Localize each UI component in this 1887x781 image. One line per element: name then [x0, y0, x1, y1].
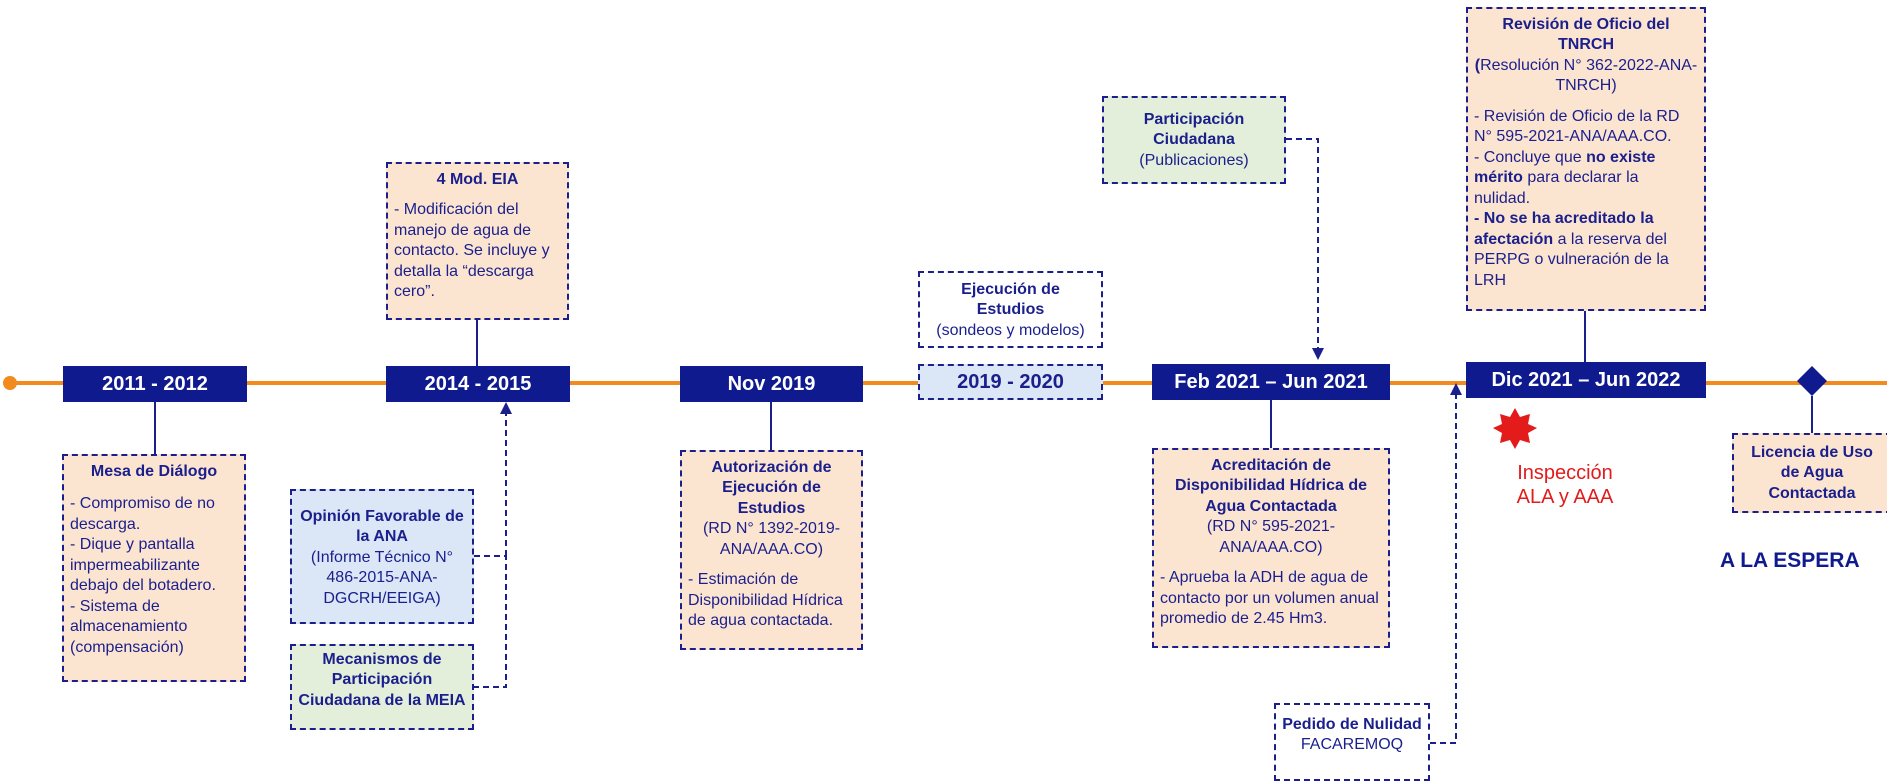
autorizacion-box: Autorización de Ejecución de Estudios (R… [680, 450, 863, 650]
licencia-box: Licencia de Uso de Agua Contactada [1732, 433, 1887, 513]
participacion-title: Participación Ciudadana [1143, 111, 1245, 149]
ejecucion-subtitle: (sondeos y modelos) [936, 321, 1085, 339]
pedido-subtitle: FACAREMOQ [1300, 736, 1404, 754]
acreditacion-text: - Aprueba la ADH de agua de contacto por… [1160, 569, 1379, 628]
period-2019-2020: 2019 - 2020 [918, 364, 1103, 400]
revision-title: Revisión de Oficio del TNRCH [1502, 16, 1670, 54]
acreditacion-subtitle: (RD N° 595-2021-ANA/AAA.CO) [1206, 518, 1336, 556]
connector-participacion [1286, 138, 1319, 352]
mod-eia-title: 4 Mod. EIA [436, 171, 519, 188]
ejecucion-title: Ejecución de Estudios [961, 281, 1060, 319]
mecanismos-box: Mecanismos de Participación Ciudadana de… [290, 644, 474, 730]
revision-item-2: - Concluye que no existe mérito para dec… [1474, 148, 1656, 207]
arrowhead-2014 [500, 402, 512, 414]
revision-item-1: - Revisión de Oficio de la RD N° 595-202… [1474, 107, 1680, 146]
milestone-diamond-icon [1797, 366, 1827, 396]
mesa-item: - Sistema de almacenamiento (compensació… [70, 597, 188, 656]
timeline-start-dot [3, 376, 17, 390]
autorizacion-text: - Estimación de Disponibilidad Hídrica d… [688, 571, 843, 630]
a-la-espera-label: A LA ESPERA [1720, 549, 1860, 572]
ejecucion-box: Ejecución de Estudios (sondeos y modelos… [918, 271, 1103, 348]
autorizacion-subtitle: (RD N° 1392-2019-ANA/AAA.CO) [702, 520, 841, 558]
mecanismos-title: Mecanismos de Participación Ciudadana de… [298, 651, 466, 709]
opinion-favorable-box: Opinión Favorable de la ANA (Informe Téc… [290, 489, 474, 624]
mesa-item: - Dique y pantalla impermeabilizante deb… [70, 536, 216, 595]
mesa-item: - Compromiso de no descarga. [70, 495, 215, 533]
opinion-title: Opinión Favorable de la ANA [300, 508, 464, 546]
period-feb-jun-2021: Feb 2021 – Jun 2021 [1152, 364, 1390, 400]
participacion-box: Participación Ciudadana (Publicaciones) [1102, 96, 1286, 184]
licencia-title: Licencia de Uso de Agua Contactada [1751, 444, 1873, 502]
period-dic2021-jun2022: Dic 2021 – Jun 2022 [1466, 362, 1706, 398]
period-2011-2012: 2011 - 2012 [63, 366, 247, 402]
opinion-subtitle: (Informe Técnico N° 486-2015-ANA-DGCRH/E… [310, 548, 454, 607]
pedido-nulidad-box: Pedido de Nulidad FACAREMOQ [1274, 703, 1430, 781]
mod-eia-text: - Modificación del manejo de agua de con… [394, 201, 550, 301]
mod-eia-box: 4 Mod. EIA - Modificación del manejo de … [386, 162, 569, 320]
revision-subtitle: (Resolución N° 362-2022-ANA-TNRCH) [1474, 56, 1698, 95]
revision-item-3: - No se ha acreditado la afectación a la… [1474, 210, 1669, 289]
participacion-subtitle: (Publicaciones) [1139, 151, 1249, 169]
arrowhead-participacion [1312, 348, 1324, 360]
period-nov-2019: Nov 2019 [680, 366, 863, 402]
arrowhead-pedido [1450, 383, 1462, 395]
pedido-title: Pedido de Nulidad [1282, 716, 1422, 733]
red-star-burst-icon [1493, 408, 1537, 449]
period-2014-2015: 2014 - 2015 [386, 366, 570, 402]
acreditacion-box: Acreditación de Disponibilidad Hídrica d… [1152, 448, 1390, 648]
connector-opinion-mecanismos [474, 555, 507, 688]
inspeccion-label: Inspección ALA y AAA [1516, 462, 1614, 508]
revision-oficio-box: Revisión de Oficio del TNRCH (Resolución… [1466, 7, 1706, 311]
mesa-dialogo-title: Mesa de Diálogo [90, 463, 218, 480]
mesa-dialogo-box: Mesa de Diálogo - Compromiso de no desca… [62, 454, 246, 682]
acreditacion-title: Acreditación de Disponibilidad Hídrica d… [1174, 457, 1368, 515]
connector-pedido [1430, 392, 1457, 744]
autorizacion-title: Autorización de Ejecución de Estudios [711, 459, 832, 517]
